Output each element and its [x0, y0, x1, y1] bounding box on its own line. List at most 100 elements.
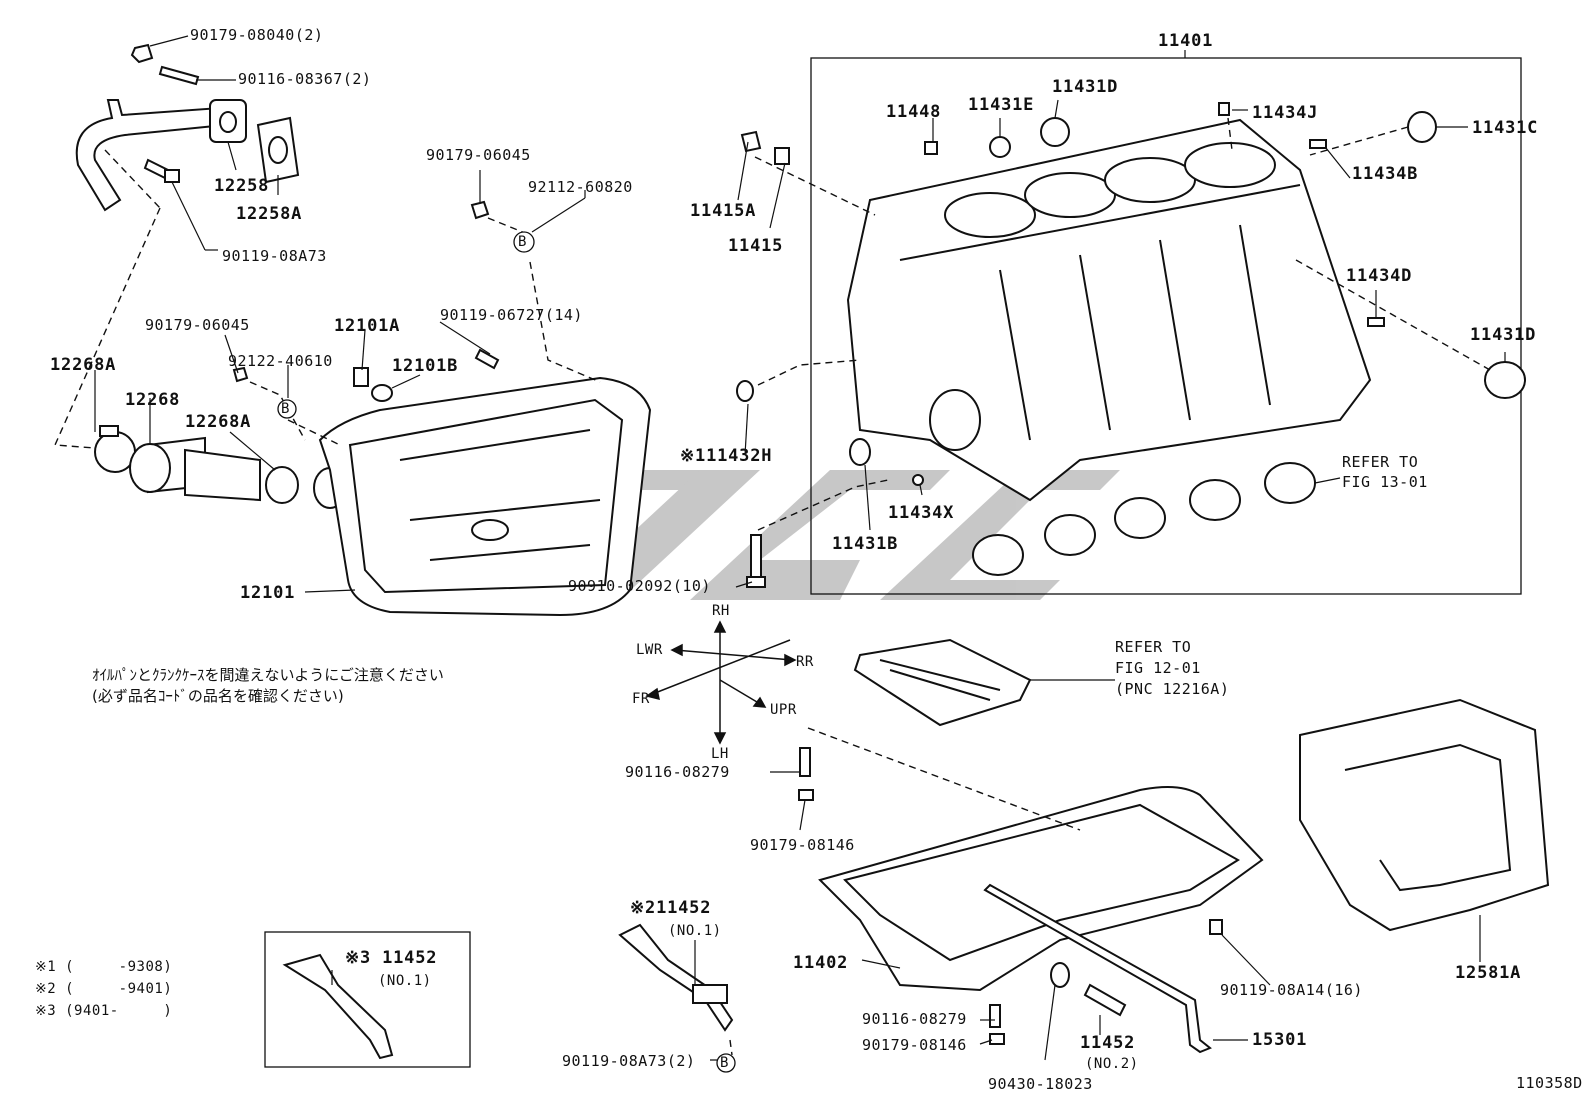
label-12101A[interactable]: 12101A: [334, 316, 401, 336]
pin-11434J[interactable]: [1218, 102, 1230, 116]
leader-lines: [94, 35, 1506, 1061]
cylinder-block-assy[interactable]: [846, 118, 1372, 502]
label-11431D-right[interactable]: 11431D: [1470, 325, 1537, 345]
label-90116-08279-bot[interactable]: 90116-08279: [862, 1010, 967, 1028]
label-12101B[interactable]: 12101B: [392, 356, 459, 376]
label-90119-08A73-top[interactable]: 90119-08A73: [222, 247, 327, 265]
label-11431B[interactable]: 11431B: [832, 534, 899, 554]
label-11431E[interactable]: 11431E: [968, 95, 1035, 115]
label-12581A[interactable]: 12581A: [1455, 963, 1522, 983]
nut-90179-08146-bot[interactable]: [989, 1033, 1005, 1045]
caution-note-line1: ｵｲﾙﾊﾟﾝとｸﾗﾝｸｹｰｽを間違えないようにご注意ください: [92, 666, 444, 684]
label-11415[interactable]: 11415: [728, 236, 784, 256]
label-90430-18023[interactable]: 90430-18023: [988, 1075, 1093, 1093]
oil-baffle-plate[interactable]: [853, 638, 1032, 727]
label-11415A[interactable]: 11415A: [690, 201, 757, 221]
label-90116-08279-mid[interactable]: 90116-08279: [625, 763, 730, 781]
plug-11431B[interactable]: [849, 438, 871, 466]
label-12268A-left[interactable]: 12268A: [50, 355, 117, 375]
plug-11431E[interactable]: [989, 136, 1011, 158]
label-92112-60820[interactable]: 92112-60820: [528, 178, 633, 196]
label-90179-06045-mid[interactable]: 90179-06045: [145, 316, 250, 334]
label-90179-06045-top[interactable]: 90179-06045: [426, 146, 531, 164]
label-90119-08A14[interactable]: 90119-08A14(16): [1220, 981, 1363, 999]
label-11452-no2[interactable]: 11452: [1080, 1033, 1136, 1053]
label-11431C[interactable]: 11431C: [1472, 118, 1539, 138]
label-90119-06727[interactable]: 90119-06727(14): [440, 306, 583, 324]
plug-11431C[interactable]: [1407, 111, 1437, 143]
plug-11415A[interactable]: [740, 130, 762, 153]
label-11402[interactable]: 11402: [793, 953, 849, 973]
nut-90179-08146-mid[interactable]: [798, 789, 814, 801]
label-90179-08040[interactable]: 90179-08040(2): [190, 26, 324, 44]
label-11434J[interactable]: 11434J: [1252, 103, 1319, 123]
label-12258A[interactable]: 12258A: [236, 204, 303, 224]
water-outlet-pipe-12258[interactable]: [75, 99, 247, 212]
plug-11431D-top[interactable]: [1040, 117, 1070, 147]
label-90910-02092[interactable]: 90910-02092(10): [568, 577, 711, 595]
label-11448[interactable]: 11448: [886, 102, 942, 122]
gasket-12258A[interactable]: [256, 116, 300, 184]
inset-box: [264, 931, 471, 1068]
bolt-90119-06727[interactable]: [474, 348, 500, 370]
bolt-90910-02092[interactable]: [746, 534, 766, 588]
stud-90116-08279-mid[interactable]: [799, 747, 811, 777]
label-11452-no1-a[interactable]: ※211452: [630, 898, 712, 918]
pin-11434D[interactable]: [1367, 317, 1385, 327]
gasket-12101B[interactable]: [371, 384, 393, 402]
plug-11431D-right[interactable]: [1484, 361, 1526, 399]
label-90119-08A73-bot[interactable]: 90119-08A73(2): [562, 1052, 696, 1070]
plug-11415[interactable]: [774, 147, 790, 165]
dir-rh: RH: [712, 603, 730, 619]
gasket-90430-18023[interactable]: [1050, 962, 1070, 988]
label-90179-08146-mid[interactable]: 90179-08146: [750, 836, 855, 854]
plug-11432H[interactable]: [736, 380, 754, 402]
plug-12101A[interactable]: [353, 367, 369, 387]
dashed-connection-lines: [53, 117, 1491, 1056]
ref-fig-13-01-line1: REFER TO: [1342, 453, 1419, 471]
bolt-90119-08A73-top[interactable]: [143, 158, 180, 183]
sensor-11452-no1-a[interactable]: [618, 923, 734, 1032]
hose-clamp-12268A-left[interactable]: [94, 425, 136, 473]
stiffener-12581A[interactable]: [1299, 698, 1550, 932]
plug-11448[interactable]: [924, 141, 938, 155]
nut-90179-08040[interactable]: [130, 43, 154, 64]
caution-note: ｵｲﾙﾊﾟﾝとｸﾗﾝｸｹｰｽを間違えないようにご注意ください (必ず品名ｺｰﾄﾞ…: [92, 665, 444, 707]
dipstick-guide-15301[interactable]: [983, 883, 1212, 1054]
callout-b-circles: [277, 231, 736, 1073]
crankcase-12101[interactable]: [318, 376, 652, 617]
bolt-90119-08A14[interactable]: [1209, 919, 1223, 935]
label-12101[interactable]: 12101: [240, 583, 296, 603]
label-11452-no1-b[interactable]: ※3 11452: [345, 948, 438, 968]
sensor-11452-no1-b[interactable]: [282, 953, 394, 1060]
label-11434D[interactable]: 11434D: [1346, 266, 1413, 286]
legend-row-2: ※2 ( -9401): [35, 982, 172, 996]
hose-12268A-mid[interactable]: [184, 448, 347, 509]
nut-90179-06045-top[interactable]: [470, 200, 490, 220]
legend-mark-1: ※1: [35, 959, 57, 975]
label-11434X[interactable]: 11434X: [888, 503, 955, 523]
label-11431D-top[interactable]: 11431D: [1052, 77, 1119, 97]
label-12268[interactable]: 12268: [125, 390, 181, 410]
label-15301[interactable]: 15301: [1252, 1030, 1308, 1050]
legend-row-3: ※3 (9401- ): [35, 1004, 172, 1018]
pin-11434B[interactable]: [1309, 139, 1327, 149]
legend-range-3: (9401- ): [65, 1003, 173, 1019]
ref-fig-12-01-line3: (PNC 12216A): [1115, 680, 1230, 698]
label-11452-no1-b-sub: (NO.1): [378, 973, 432, 989]
label-11432H[interactable]: ※111432H: [680, 446, 773, 466]
oil-pan-11402[interactable]: [818, 785, 1264, 992]
sensor-11452-no2[interactable]: [1083, 983, 1127, 1017]
stud-90116-08279-bot[interactable]: [989, 1004, 1001, 1028]
label-12268A-mid[interactable]: 12268A: [185, 412, 252, 432]
label-12258[interactable]: 12258: [214, 176, 270, 196]
label-92122-40610[interactable]: 92122-40610: [228, 352, 333, 370]
label-90179-08146-bot[interactable]: 90179-08146: [862, 1036, 967, 1054]
ref-fig-12-01-line2: FIG 12-01: [1115, 659, 1201, 677]
pin-11434X[interactable]: [912, 474, 924, 486]
callout-b-3: B: [720, 1055, 729, 1071]
label-11434B[interactable]: 11434B: [1352, 164, 1419, 184]
label-11401[interactable]: 11401: [1158, 31, 1214, 51]
label-90116-08367[interactable]: 90116-08367(2): [238, 70, 372, 88]
stud-90116-08367[interactable]: [158, 65, 200, 86]
